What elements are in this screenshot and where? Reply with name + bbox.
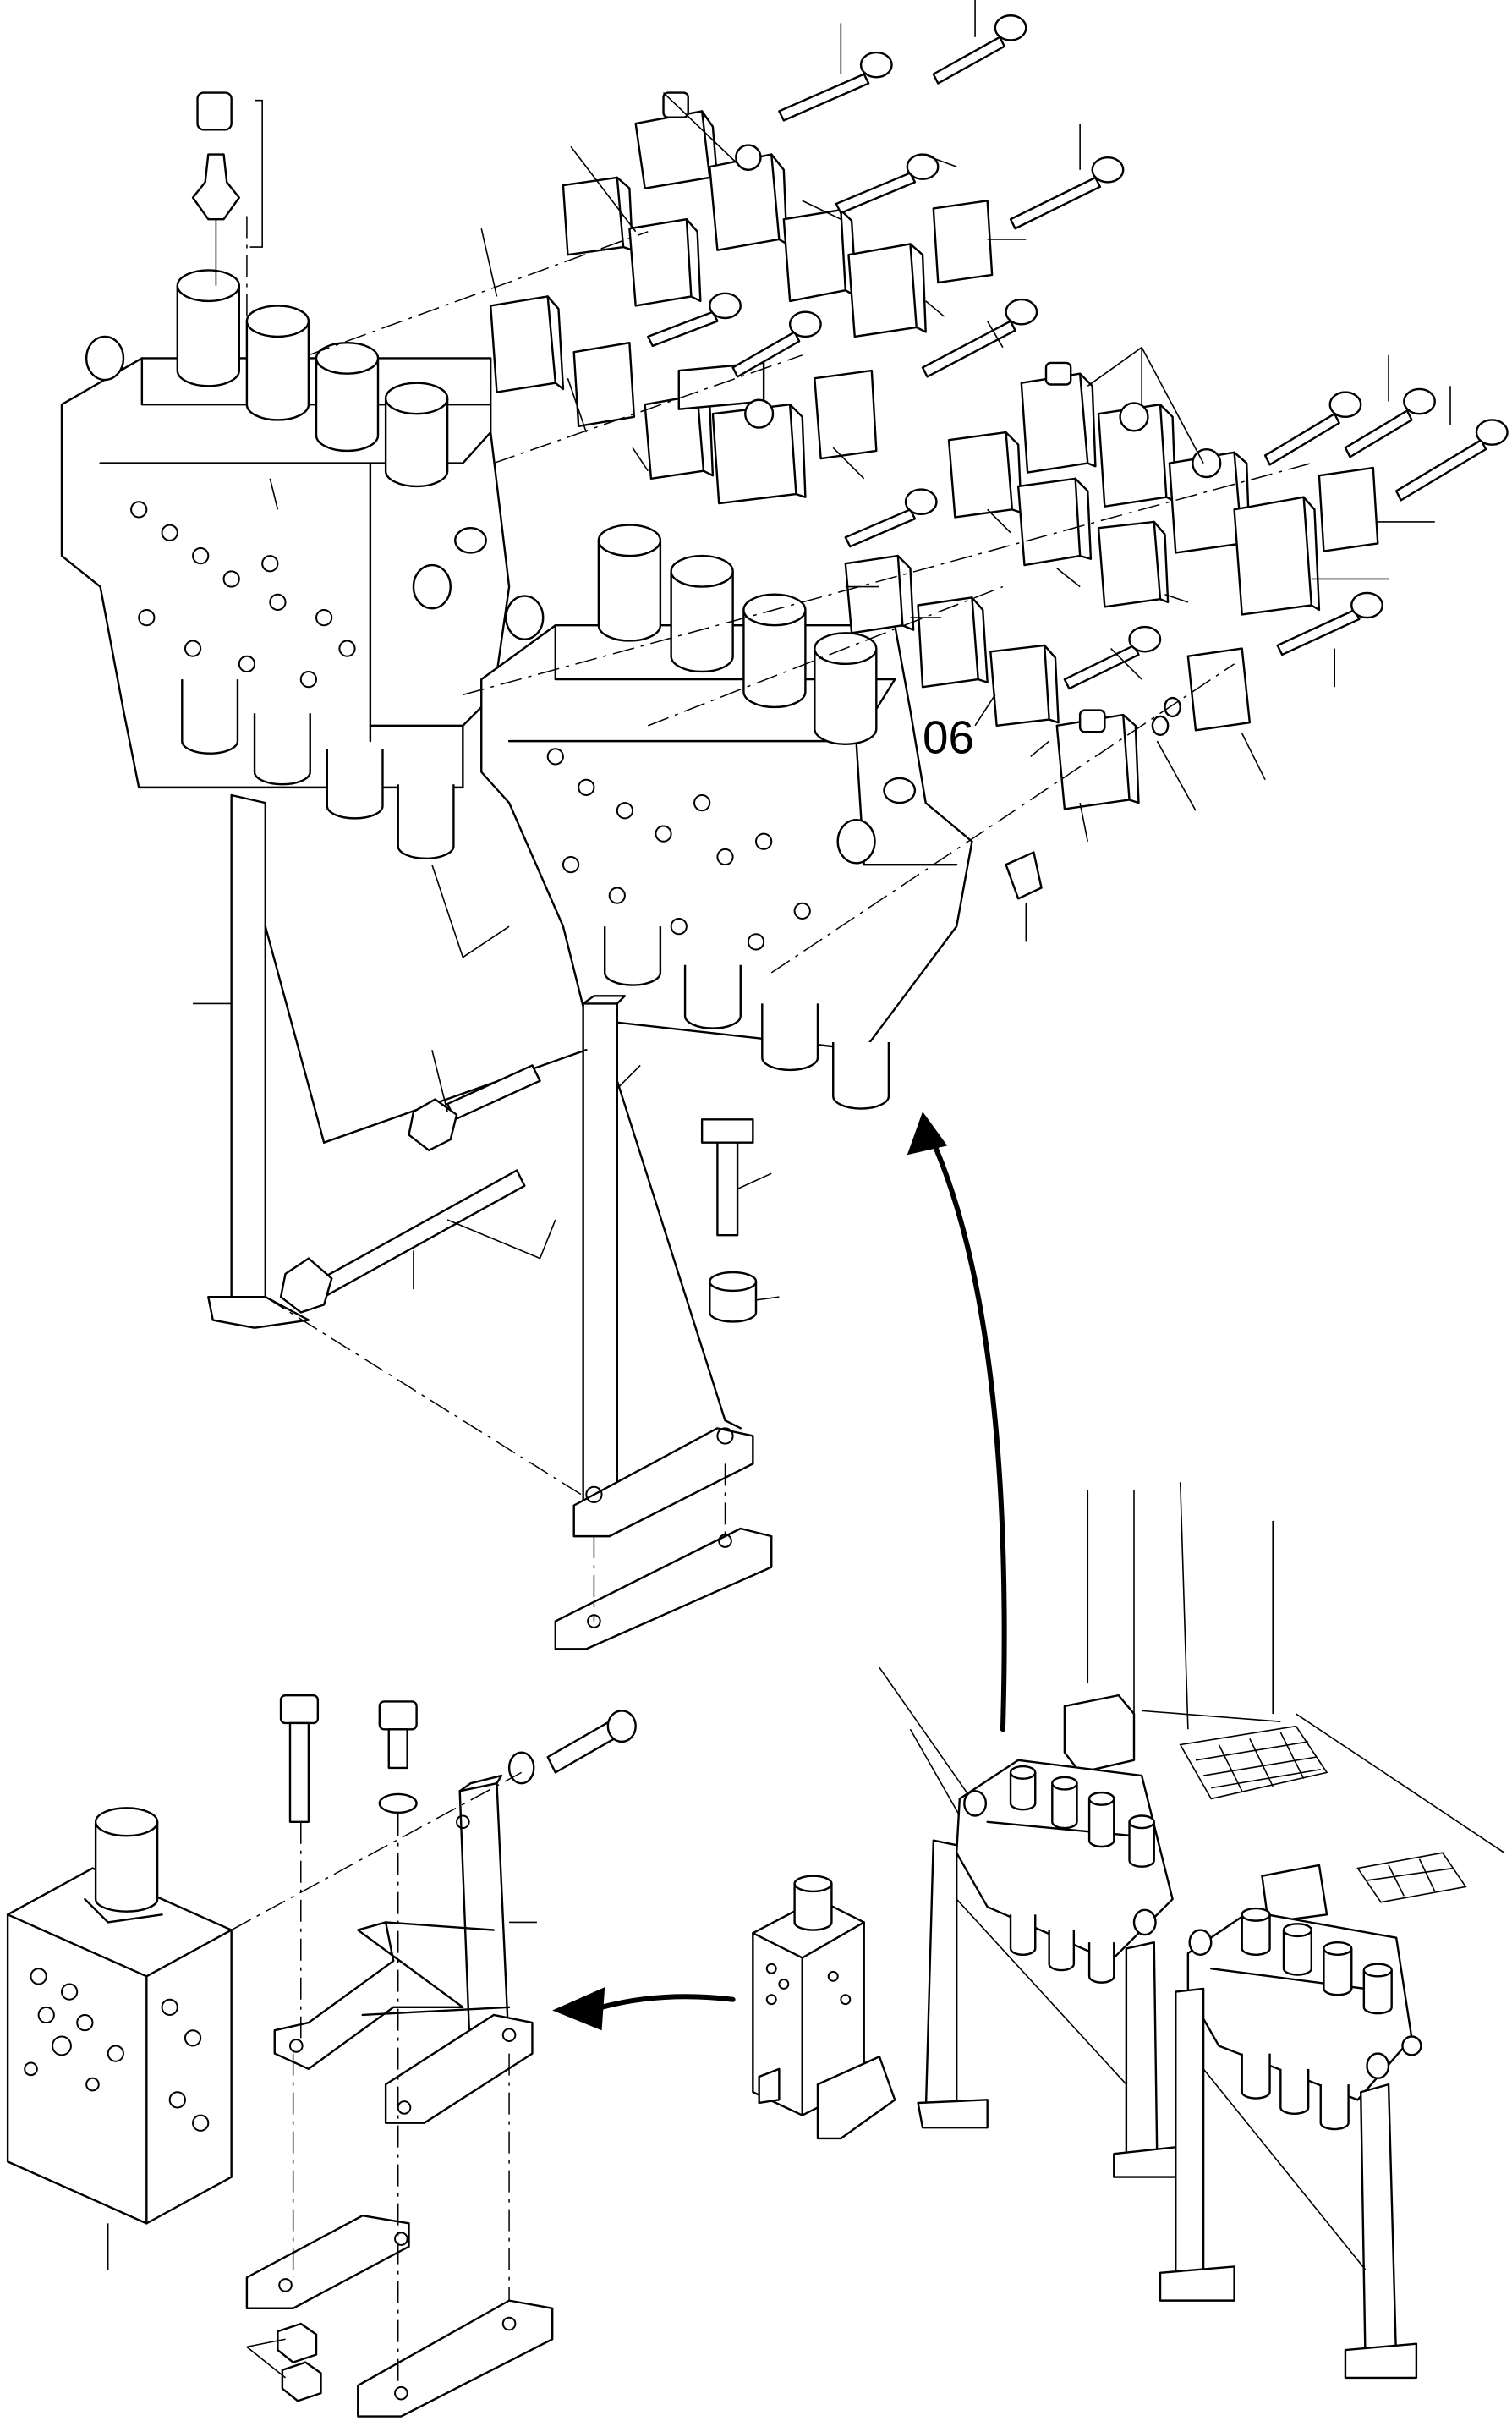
installed-location-view: [879, 1482, 1504, 2378]
valve-cap-cylinders-right: [599, 525, 876, 744]
bracket-bolts-lower: [232, 1695, 636, 2385]
mounting-stand-upper: [193, 795, 771, 1649]
upper-control-valve-block-right: [481, 525, 972, 1109]
valve-cap-cylinders-left: [178, 270, 447, 486]
leader-lines-upper: [247, 0, 1450, 973]
arrow-to-upper-assembly: [907, 1112, 1005, 1729]
port-holes-left: [131, 502, 355, 687]
cap-screws-upper: [648, 15, 1507, 898]
floor-mesh-grid: [1181, 1727, 1466, 1902]
mounting-bracket-lower: [275, 1776, 537, 2123]
stand-bolts-upper: [281, 1050, 779, 1321]
valve-spools-left: [182, 679, 453, 859]
breather-cap: [193, 93, 239, 286]
solenoid-cover-blocks: [490, 93, 1378, 810]
arrow-to-bracket: [552, 1987, 732, 2031]
valve-spools-right: [605, 926, 889, 1108]
callout-06: 06: [923, 711, 974, 764]
solenoid-valve-block-large: [8, 1808, 232, 2270]
upper-control-valve-block-left: [62, 93, 509, 859]
shims-and-nuts-lower: [247, 2215, 552, 2416]
port-holes-right: [548, 749, 810, 949]
pilot-valve-small: [753, 1876, 895, 2138]
